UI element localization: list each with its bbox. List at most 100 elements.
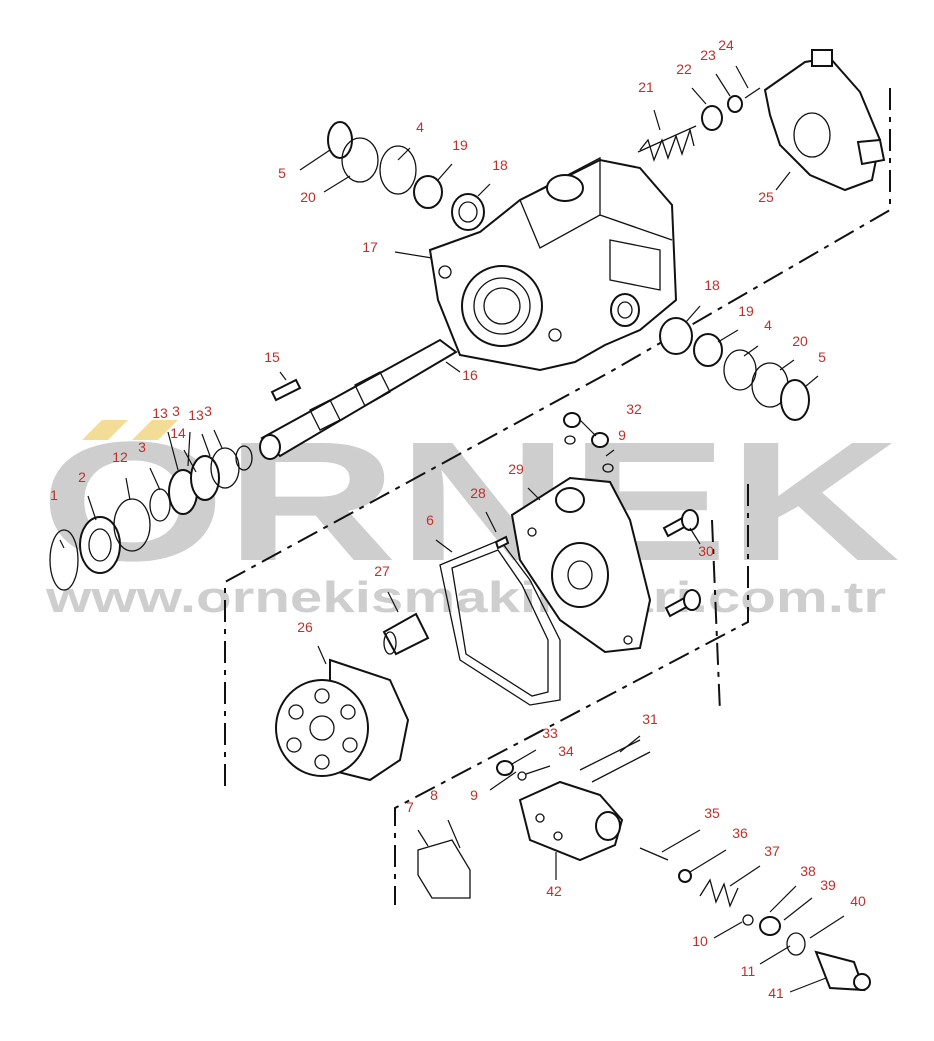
callout-label: 37 [764, 843, 780, 859]
callout-label: 29 [508, 461, 524, 477]
leader-line [511, 749, 537, 765]
callout-label: 2 [78, 469, 86, 485]
leader-line [717, 329, 739, 343]
leader-line [323, 175, 351, 193]
callout-label: 3 [138, 439, 146, 455]
leader-line [579, 419, 597, 437]
fittings-33-34 [496, 760, 527, 781]
callout-label: 10 [692, 933, 708, 949]
leader-line [489, 771, 517, 791]
leader-line [445, 361, 461, 373]
leader-line [317, 645, 327, 665]
callout-label: 11 [741, 963, 756, 979]
leader-line [125, 477, 131, 501]
leader-line [149, 467, 161, 491]
callout-label: 12 [112, 449, 128, 465]
callout-label: 39 [820, 877, 836, 893]
valve-plate [510, 476, 652, 654]
leader-lines [59, 65, 845, 993]
callout-label: 17 [362, 239, 378, 255]
lower-right-parts [639, 847, 871, 992]
pump-housing [428, 156, 678, 372]
leader-line [201, 433, 211, 457]
control-block [518, 780, 624, 862]
leader-line [715, 73, 731, 97]
leader-line [685, 305, 701, 323]
callout-label: 9 [470, 787, 478, 803]
callout-label: 6 [426, 512, 434, 528]
bushing-27 [382, 612, 430, 656]
callout-label: 19 [738, 303, 754, 319]
leader-line [689, 527, 701, 545]
callout-label: 18 [492, 157, 508, 173]
leader-line [759, 945, 791, 965]
callout-label: 42 [546, 883, 562, 899]
leader-line [485, 511, 497, 533]
callout-label: 13 [152, 405, 168, 421]
callout-label: 31 [642, 711, 658, 727]
leader-line [783, 897, 813, 921]
leader-line [435, 539, 453, 553]
leader-line [775, 171, 791, 191]
callout-label: 36 [732, 825, 748, 841]
callout-label: 30 [698, 543, 714, 559]
screws-31 [579, 739, 651, 783]
callout-label: 15 [264, 349, 280, 365]
callout-label: 14 [170, 425, 186, 441]
callout-label: 9 [618, 427, 626, 443]
callout-label: 28 [470, 485, 486, 501]
leader-line [183, 449, 197, 473]
callout-label: 34 [558, 743, 574, 759]
leader-line [729, 865, 761, 887]
callout-label: 1 [50, 487, 58, 503]
cylinder-barrel [275, 658, 410, 782]
leader-line [743, 345, 759, 357]
left-seal-group [49, 445, 253, 591]
leader-line [167, 431, 179, 471]
upper-left-bearings [327, 121, 485, 231]
parts-22-24 [701, 87, 761, 131]
leader-line [447, 819, 461, 849]
leader-line [59, 539, 65, 549]
callout-label: 8 [430, 787, 438, 803]
callout-label: 19 [452, 137, 468, 153]
watermark-url: www.ornekismakinalari.com.tr [45, 573, 886, 622]
leader-line [769, 885, 797, 913]
leader-line [525, 765, 551, 775]
spring-21 [637, 125, 697, 162]
callout-label: 16 [462, 367, 478, 383]
leader-line [417, 829, 429, 847]
leader-line [619, 735, 641, 753]
leader-line [477, 183, 491, 197]
callout-label: 24 [718, 37, 734, 53]
leader-line [689, 849, 727, 873]
callout-label: 4 [764, 317, 772, 333]
plugs-32 [563, 412, 614, 473]
leader-line [713, 921, 743, 939]
right-bearings [659, 317, 810, 421]
callout-label: 4 [416, 119, 424, 135]
leader-line [394, 251, 433, 259]
callout-label: 40 [850, 893, 866, 909]
leader-line [653, 109, 661, 131]
callout-label: 3 [204, 403, 212, 419]
callout-label: 21 [638, 79, 654, 95]
leader-line [735, 65, 749, 89]
leader-line [805, 375, 819, 387]
gasket-7 [417, 839, 471, 899]
callout-label: 20 [792, 333, 808, 349]
leader-line [605, 449, 615, 457]
callout-label: 13 [188, 407, 204, 423]
gasket [439, 539, 561, 706]
leader-line [789, 977, 827, 993]
pin-28 [494, 535, 510, 550]
leader-line [779, 359, 795, 371]
leader-line [87, 495, 97, 521]
compensator-housing [763, 49, 886, 192]
callout-label: 26 [297, 619, 313, 635]
callout-label: 32 [626, 401, 642, 417]
leader-line [527, 487, 541, 501]
callout-label: 7 [406, 799, 414, 815]
